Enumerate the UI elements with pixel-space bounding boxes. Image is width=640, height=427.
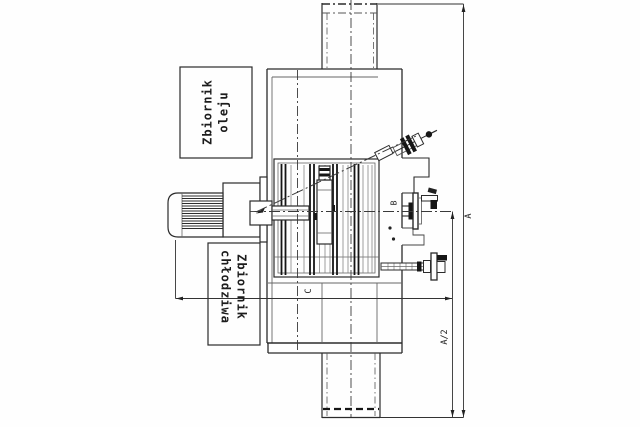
oil-tank-label-line1: Zbiornik	[200, 79, 215, 145]
coolant-tank-box	[207, 242, 261, 346]
coolant-tank-label: Zbiornik chłodziwa	[217, 249, 249, 325]
dim-c-label: C	[304, 288, 314, 294]
clamp-screw	[380, 252, 447, 281]
oil-tank-box	[179, 66, 253, 159]
dimension-c	[175, 240, 452, 301]
angled-clamp	[392, 129, 438, 157]
centerlines	[250, 0, 453, 417]
motor-fins	[182, 195, 223, 229]
oil-tank-label-line2: oleju	[216, 91, 230, 133]
center-fixture	[314, 165, 335, 245]
centerline-diagonal	[255, 135, 417, 213]
coolant-tank-label-line2: chłodziwa	[219, 249, 233, 325]
right-ledge	[402, 157, 430, 246]
dim-a-label: A	[464, 213, 474, 219]
top-bed-rail	[321, 3, 378, 69]
machine-bed	[266, 68, 403, 354]
coolant-tank-label-line1: Zbiornik	[234, 254, 249, 320]
dim-b-label: B	[389, 200, 399, 206]
reference-dots	[388, 226, 396, 241]
dimension-a-half	[450, 211, 455, 418]
motor	[167, 192, 224, 238]
dim-a-half-label: A/2	[440, 329, 450, 345]
dimension-a	[378, 3, 466, 418]
oil-tank-label: Zbiornik oleju	[200, 79, 231, 145]
bottom-bed-rail	[321, 353, 381, 419]
handwheel-assembly	[402, 187, 438, 230]
